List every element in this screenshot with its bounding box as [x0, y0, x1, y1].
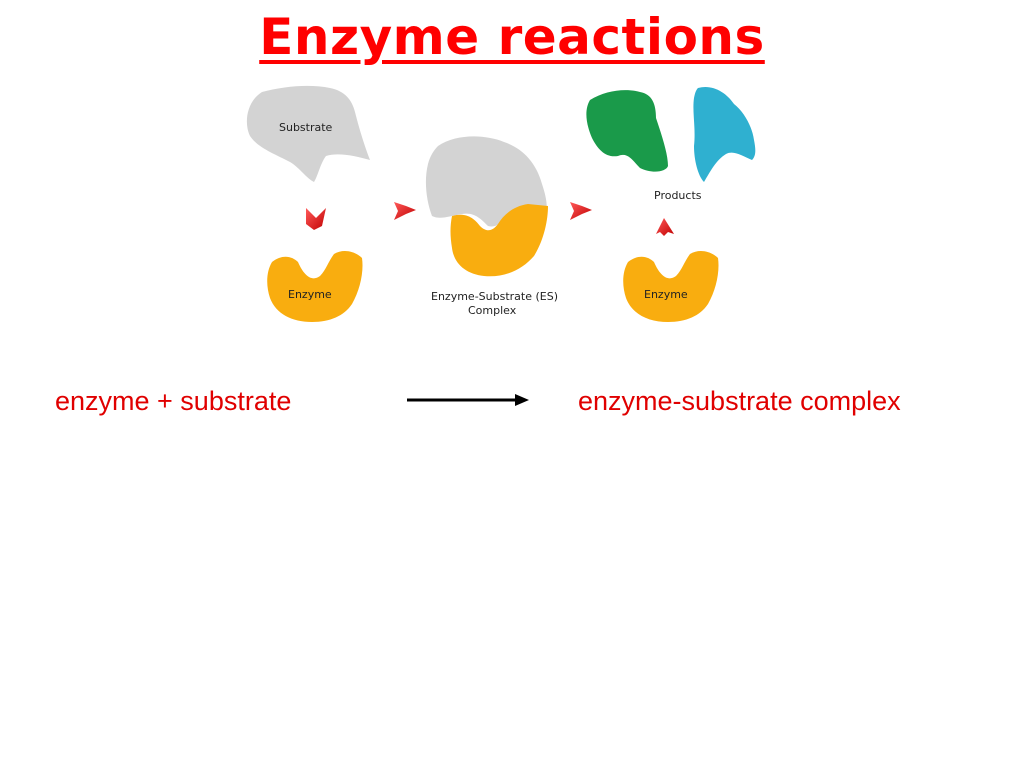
- arrow-right-icon: [570, 202, 592, 220]
- product-green-shape: [586, 90, 668, 172]
- slide-title: Enzyme reactions: [259, 8, 765, 66]
- es-complex-label-line1: Enzyme-Substrate (ES): [431, 290, 558, 303]
- arrow-right-icon: [394, 202, 416, 220]
- arrow-up-icon: [656, 218, 674, 236]
- equation-reactants: enzyme + substrate: [55, 386, 292, 416]
- enzyme-label-right: Enzyme: [644, 288, 688, 301]
- products-label: Products: [654, 189, 702, 202]
- es-complex-substrate-shape: [425, 136, 547, 227]
- enzyme-shape-left: [267, 251, 363, 322]
- substrate-shape: [246, 85, 370, 182]
- arrow-down-icon: [306, 208, 326, 230]
- product-blue-shape: [693, 86, 756, 182]
- equation-product: enzyme-substrate complex: [578, 386, 901, 416]
- enzyme-label-left: Enzyme: [288, 288, 332, 301]
- reaction-arrow-icon: [407, 394, 529, 406]
- enzyme-shape-right: [623, 251, 719, 322]
- es-complex-label-line2: Complex: [468, 304, 517, 317]
- substrate-label: Substrate: [279, 121, 333, 134]
- es-complex-enzyme-shape: [450, 204, 548, 277]
